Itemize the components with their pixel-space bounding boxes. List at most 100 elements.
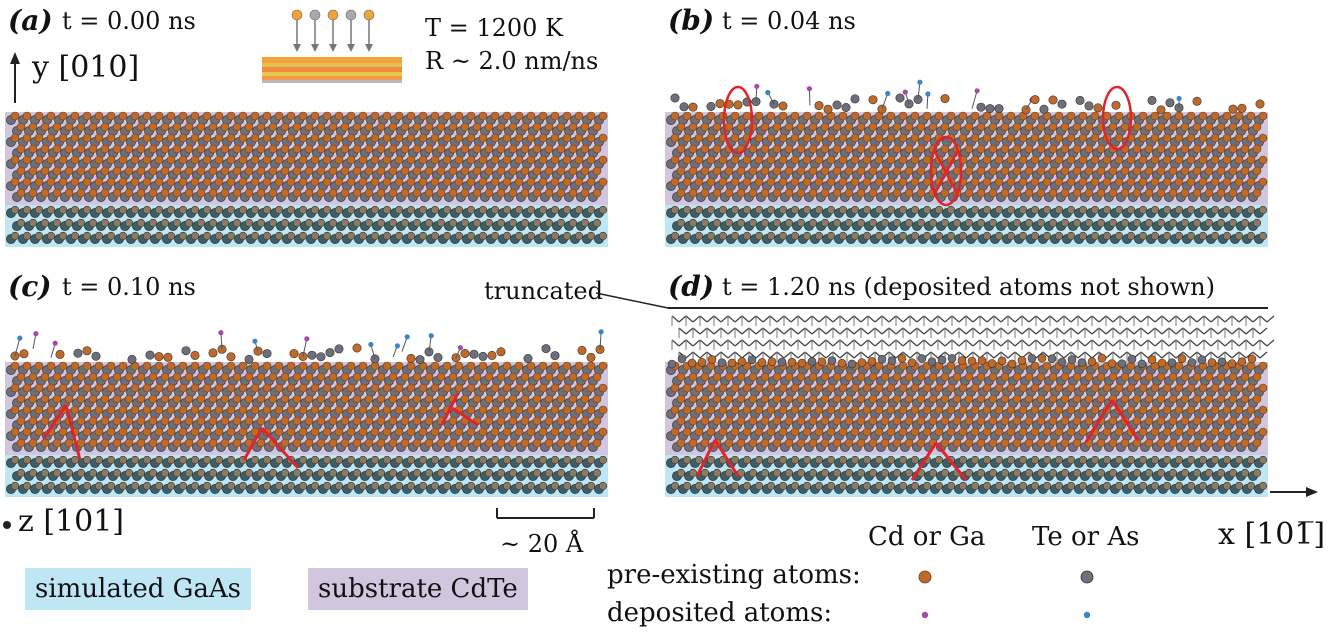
ga-atom bbox=[1186, 455, 1196, 465]
ga-atom bbox=[310, 205, 320, 215]
cd-atom bbox=[1000, 416, 1010, 426]
cd-atom bbox=[718, 427, 728, 437]
cd-atom bbox=[502, 133, 512, 143]
cd-atom bbox=[766, 427, 776, 437]
network-bond bbox=[671, 339, 680, 347]
cd-atom bbox=[1210, 383, 1220, 393]
cd-atom bbox=[592, 438, 602, 448]
ga-atom bbox=[1162, 481, 1172, 491]
ga-atom bbox=[874, 481, 884, 491]
cd-atom bbox=[1036, 438, 1046, 448]
cd-atom bbox=[790, 133, 800, 143]
cd-atom bbox=[1036, 372, 1046, 382]
cd-atom bbox=[820, 416, 830, 426]
cd-atom bbox=[268, 166, 278, 176]
cd-atom bbox=[784, 144, 794, 154]
cd-atom bbox=[376, 122, 386, 132]
cd-atom bbox=[460, 438, 470, 448]
ga-atom bbox=[1132, 468, 1142, 478]
cd-atom bbox=[382, 133, 392, 143]
ga-atom bbox=[880, 218, 890, 228]
cd-atom bbox=[544, 372, 554, 382]
network-bond bbox=[1098, 339, 1107, 347]
deposited-atom bbox=[404, 334, 410, 340]
cd-atom bbox=[388, 122, 398, 132]
network-bond bbox=[1091, 339, 1100, 347]
ga-atom bbox=[70, 481, 80, 491]
network-bond bbox=[825, 327, 834, 335]
cd-atom bbox=[262, 177, 272, 187]
cd-atom bbox=[22, 427, 32, 437]
network-bond bbox=[818, 327, 827, 335]
cd-atom bbox=[832, 394, 842, 404]
network-bond bbox=[699, 339, 708, 347]
cd-atom bbox=[40, 122, 50, 132]
cd-atom bbox=[970, 405, 980, 415]
cd-atom bbox=[862, 383, 872, 393]
cd-atom bbox=[136, 188, 146, 198]
ga-atom bbox=[406, 205, 416, 215]
cd-atom bbox=[466, 155, 476, 165]
ga-atom bbox=[550, 205, 560, 215]
cd-atom bbox=[844, 372, 854, 382]
cd-atom bbox=[856, 122, 866, 132]
cd-atom bbox=[1114, 427, 1124, 437]
network-bond bbox=[755, 315, 764, 323]
cd-atom bbox=[1192, 122, 1202, 132]
cd-atom bbox=[832, 166, 842, 176]
ga-atom bbox=[772, 468, 782, 478]
cd-atom bbox=[442, 177, 452, 187]
cd-atom bbox=[448, 144, 458, 154]
ga-atom bbox=[838, 481, 848, 491]
cd-atom bbox=[220, 122, 230, 132]
cd-atom bbox=[898, 427, 908, 437]
network-bond bbox=[797, 327, 806, 335]
network-bond bbox=[888, 339, 897, 347]
cd-atom bbox=[742, 405, 752, 415]
cd-atom bbox=[574, 427, 584, 437]
cd-atom bbox=[784, 394, 794, 404]
cd-atom bbox=[220, 372, 230, 382]
ga-atom bbox=[94, 205, 104, 215]
cd-atom bbox=[1078, 427, 1088, 437]
cd-atom bbox=[1132, 166, 1142, 176]
network-bond bbox=[986, 351, 995, 359]
cd-atom bbox=[352, 416, 362, 426]
cd-atom bbox=[1168, 372, 1178, 382]
network-bond bbox=[1084, 327, 1093, 335]
cd-atom bbox=[202, 177, 212, 187]
ga-atom bbox=[466, 455, 476, 465]
cd-atom bbox=[790, 111, 800, 121]
cd-atom bbox=[1120, 394, 1130, 404]
cd-atom bbox=[514, 405, 524, 415]
network-bond bbox=[1119, 351, 1128, 359]
ga-atom bbox=[388, 468, 398, 478]
network-bond bbox=[888, 315, 897, 323]
cd-atom bbox=[868, 166, 878, 176]
surface-atom bbox=[190, 350, 200, 360]
ga-atom bbox=[376, 218, 386, 228]
cd-atom bbox=[172, 144, 182, 154]
cd-atom bbox=[94, 427, 104, 437]
cd-atom bbox=[1222, 155, 1232, 165]
cd-atom bbox=[970, 133, 980, 143]
cd-atom bbox=[724, 438, 734, 448]
network-bond bbox=[762, 339, 771, 347]
cd-atom bbox=[892, 416, 902, 426]
cd-atom bbox=[502, 177, 512, 187]
cd-atom bbox=[394, 383, 404, 393]
cd-atom bbox=[778, 405, 788, 415]
cd-atom bbox=[1180, 188, 1190, 198]
cd-atom bbox=[1060, 144, 1070, 154]
cd-atom bbox=[850, 405, 860, 415]
ga-atom bbox=[544, 218, 554, 228]
cd-atom bbox=[724, 372, 734, 382]
ga-atom bbox=[46, 231, 56, 241]
network-bond bbox=[734, 351, 743, 359]
ga-atom bbox=[826, 481, 836, 491]
cd-atom bbox=[466, 361, 476, 371]
cd-atom bbox=[250, 405, 260, 415]
ga-atom bbox=[82, 205, 92, 215]
ga-atom bbox=[994, 231, 1004, 241]
